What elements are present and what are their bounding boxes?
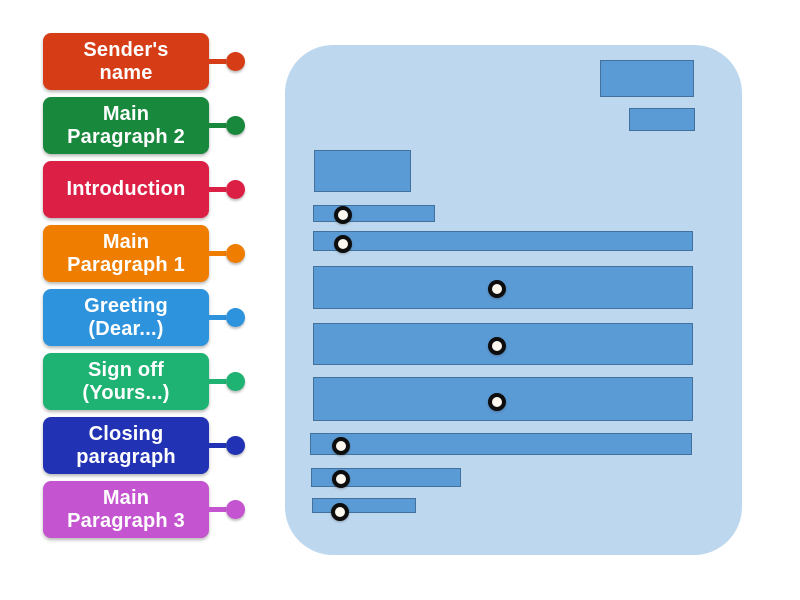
label-connector-dot[interactable] xyxy=(226,372,245,391)
label-text: Main Paragraph 1 xyxy=(67,231,185,276)
drop-bar-1 xyxy=(313,205,435,224)
drop-bar-3 xyxy=(313,266,693,309)
drop-target-dot[interactable] xyxy=(488,393,506,411)
label-connector xyxy=(209,315,226,320)
label-connector xyxy=(209,251,226,256)
drop-target-dot[interactable] xyxy=(332,437,350,455)
label-connector-dot[interactable] xyxy=(226,308,245,327)
label-connector-dot[interactable] xyxy=(226,500,245,519)
label-chip-sign-off[interactable]: Sign off (Yours...) xyxy=(43,353,209,410)
label-text: Greeting (Dear...) xyxy=(84,295,168,340)
label-text: Introduction xyxy=(66,178,186,201)
label-row: Closing paragraph xyxy=(43,417,245,474)
drop-bar-6 xyxy=(310,433,692,455)
drop-bar-5 xyxy=(313,377,693,421)
label-connector-dot[interactable] xyxy=(226,116,245,135)
drop-target-dot[interactable] xyxy=(334,206,352,224)
label-row: Greeting (Dear...) xyxy=(43,289,245,346)
label-chip-main-paragraph-2[interactable]: Main Paragraph 2 xyxy=(43,97,209,154)
label-row: Sender's name xyxy=(43,33,245,90)
label-connector-dot[interactable] xyxy=(226,436,245,455)
drop-target-dot[interactable] xyxy=(488,280,506,298)
label-chip-greeting[interactable]: Greeting (Dear...) xyxy=(43,289,209,346)
label-connector-dot[interactable] xyxy=(226,52,245,71)
label-connector xyxy=(209,123,226,128)
drop-target-dot[interactable] xyxy=(331,503,349,521)
label-connector-dot[interactable] xyxy=(226,244,245,263)
label-row: Main Paragraph 2 xyxy=(43,97,245,154)
label-row: Introduction xyxy=(43,161,245,218)
label-text: Sign off (Yours...) xyxy=(82,359,170,404)
diagram-block-top-right-large xyxy=(600,60,694,97)
label-chip-senders-name[interactable]: Sender's name xyxy=(43,33,209,90)
label-connector xyxy=(209,379,226,384)
label-connector xyxy=(209,507,226,512)
label-chip-introduction[interactable]: Introduction xyxy=(43,161,209,218)
drop-bar-8 xyxy=(312,498,416,521)
label-connector xyxy=(209,187,226,192)
label-row: Sign off (Yours...) xyxy=(43,353,245,410)
diagram-block-upper-left xyxy=(314,150,411,192)
label-chip-closing-paragraph[interactable]: Closing paragraph xyxy=(43,417,209,474)
drop-target-dot[interactable] xyxy=(332,470,350,488)
drop-bar-7 xyxy=(311,468,461,488)
drop-bar-4 xyxy=(313,323,693,365)
label-chip-main-paragraph-3[interactable]: Main Paragraph 3 xyxy=(43,481,209,538)
letter-diagram-panel xyxy=(285,45,742,555)
label-text: Main Paragraph 2 xyxy=(67,103,185,148)
drop-bar-2 xyxy=(313,231,693,253)
label-text: Main Paragraph 3 xyxy=(67,487,185,532)
drop-target-dot[interactable] xyxy=(334,235,352,253)
label-row: Main Paragraph 1 xyxy=(43,225,245,282)
label-chip-main-paragraph-1[interactable]: Main Paragraph 1 xyxy=(43,225,209,282)
label-connector xyxy=(209,59,226,64)
label-row: Main Paragraph 3 xyxy=(43,481,245,538)
label-connector xyxy=(209,443,226,448)
drop-target-dot[interactable] xyxy=(488,337,506,355)
label-text: Sender's name xyxy=(83,39,169,84)
label-text: Closing paragraph xyxy=(76,423,176,468)
labels-column: Sender's name Main Paragraph 2 Introduct… xyxy=(43,33,245,538)
label-connector-dot[interactable] xyxy=(226,180,245,199)
diagram-block-top-right-small xyxy=(629,108,695,131)
